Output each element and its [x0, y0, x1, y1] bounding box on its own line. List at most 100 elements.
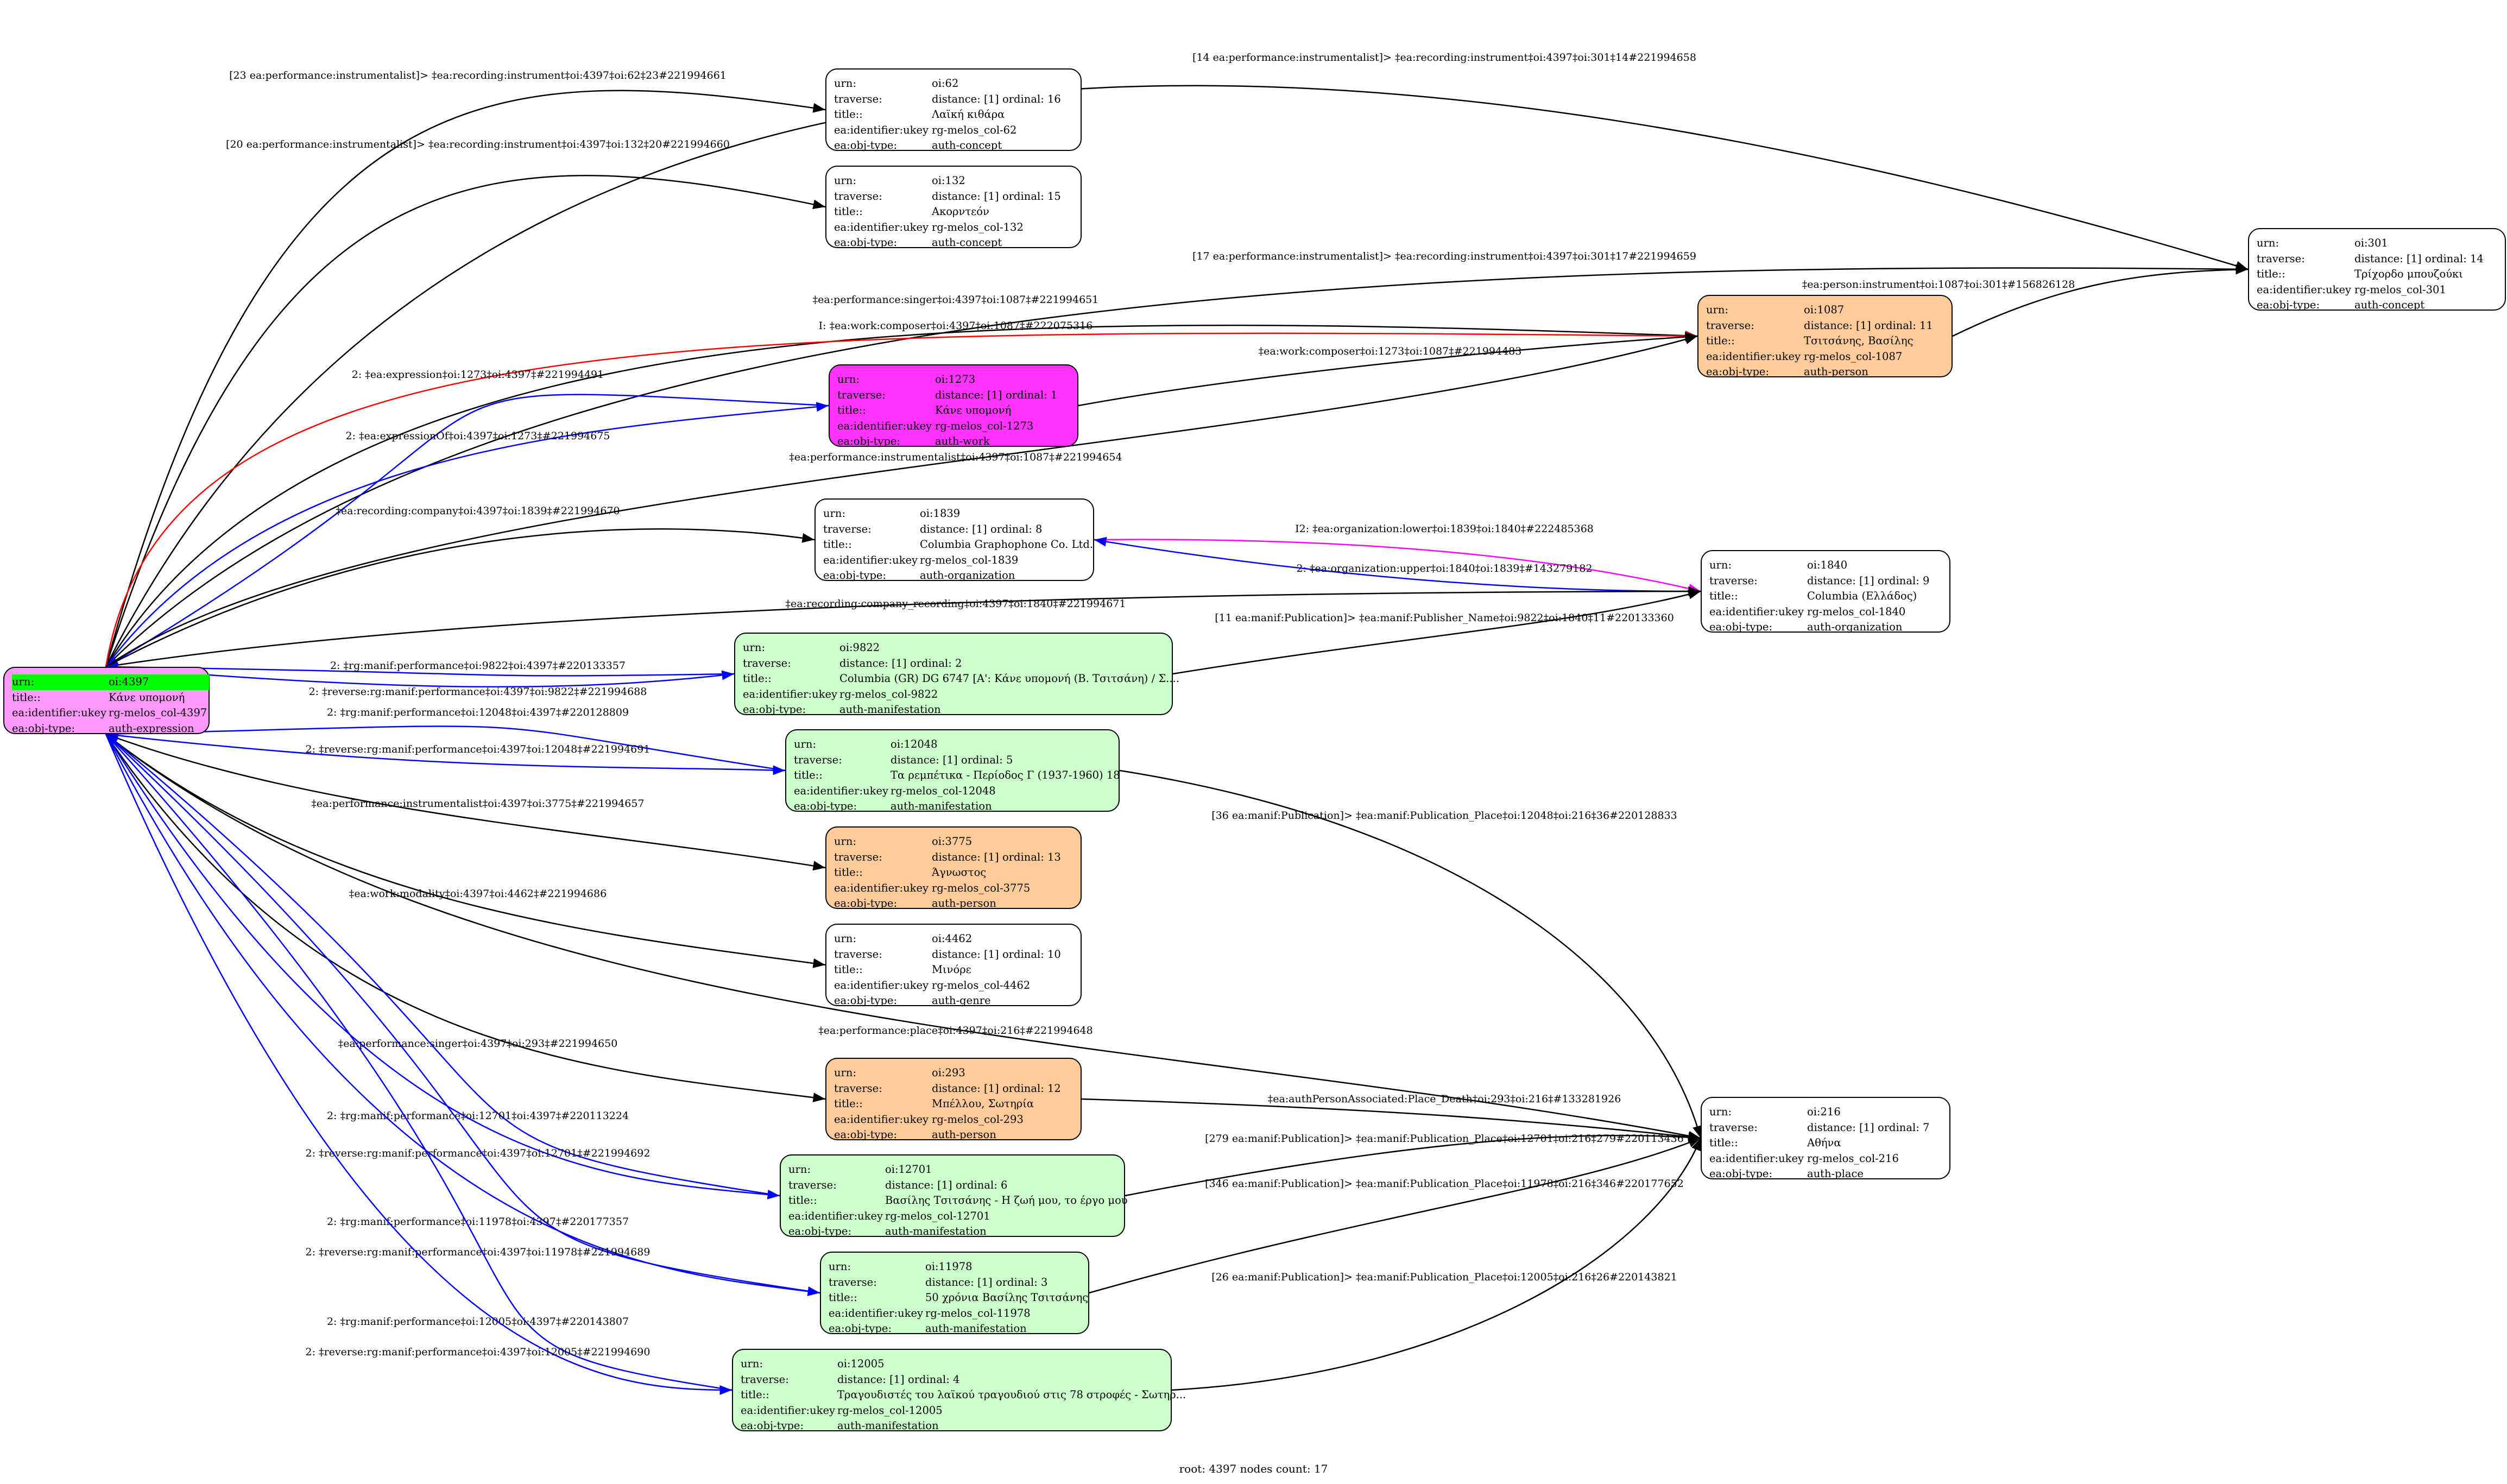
node-field-type: ea:obj-type:auth-organization [823, 568, 1095, 584]
field-label: ea:identifier:ukey [743, 687, 837, 700]
node-field-type: ea:obj-type:auth-organization [1709, 620, 1931, 635]
field-label: ea:identifier:ukey [12, 706, 106, 719]
traverse-value: distance: [1]ordinal: 9 [1807, 573, 1931, 589]
node-field-urn: urn:oi:216 [1709, 1104, 1931, 1120]
field-value: Άγνωστος [932, 866, 987, 879]
field-value: Τραγουδιστές του λαϊκού τραγουδιού στις … [837, 1388, 1186, 1401]
field-value: Μινόρε [932, 963, 971, 976]
edge-label: 2: ‡rg:manif:performance‡oi:9822‡oi:4397… [330, 660, 626, 672]
field-label: traverse: [837, 388, 886, 401]
edge-label: [26 ea:manif:Publication]> ‡ea:manif:Pub… [1211, 1271, 1677, 1283]
edge-label: 2: ‡rg:manif:performance‡oi:12701‡oi:439… [327, 1110, 629, 1122]
field-label: title:: [834, 866, 863, 879]
field-value: Βασίλης Τσιτσάνης - Η ζωή μου, το έργο μ… [885, 1194, 1128, 1207]
field-value: auth-manifestation [837, 1419, 939, 1432]
field-value: oi:216 [1807, 1106, 1841, 1118]
ordinal: ordinal: 4 [908, 1373, 960, 1386]
field-value: rg-melos_col-132 [932, 220, 1024, 233]
field-value: auth-concept [932, 139, 1002, 151]
field-label: urn: [823, 507, 846, 520]
field-value: oi:12005 [837, 1357, 885, 1370]
distance: distance: [1] [920, 522, 987, 535]
field-label: ea:identifier:ukey [1706, 350, 1801, 363]
distance: distance: [1] [885, 1178, 952, 1191]
field-label: ea:identifier:ukey [834, 220, 929, 233]
traverse-value: distance: [1]ordinal: 2 [839, 656, 1182, 672]
distance: distance: [1] [932, 948, 999, 961]
field-label: title:: [834, 108, 863, 121]
field-value: Κάνε υπομονή [935, 404, 1012, 416]
edge-label: ‡ea:performance:instrumentalist‡oi:4397‡… [789, 451, 1122, 463]
field-label: title:: [1709, 1136, 1738, 1149]
node-field-title: title::Μπέλλου, Σωτηρία [834, 1096, 1063, 1112]
field-value: oi:301 [2354, 237, 2388, 249]
field-label: traverse: [834, 1082, 882, 1095]
field-label: urn: [834, 932, 857, 945]
graph-edge [105, 733, 786, 775]
field-label: title:: [837, 404, 866, 416]
field-value: auth-person [932, 897, 996, 910]
field-label: ea:identifier:ukey [2257, 283, 2351, 296]
traverse-value: distance: [1]ordinal: 11 [1804, 318, 1935, 334]
field-value: oi:4397 [109, 674, 210, 690]
node-field-traverse: traverse:distance: [1]ordinal: 16 [834, 92, 1063, 108]
field-label: traverse: [834, 948, 882, 961]
field-label: ea:obj-type: [834, 897, 898, 910]
field-value: oi:4462 [932, 932, 973, 945]
field-label: urn: [741, 1357, 763, 1370]
distance: distance: [1] [925, 1275, 993, 1289]
graph-edge [105, 725, 786, 772]
ordinal: ordinal: 6 [956, 1178, 1008, 1191]
graph-edge [1078, 332, 1698, 407]
field-value: 50 χρόνια Βασίλης Τσιτσάνης [925, 1291, 1089, 1304]
graph-node[interactable]: urn: oi:4462 traverse: distance: [1]ordinal… [825, 924, 1082, 1007]
field-value: auth-organization [920, 569, 1015, 582]
traverse-value: distance: [1]ordinal: 10 [932, 947, 1063, 963]
edge-label: [23 ea:performance:instrumentalist]> ‡ea… [229, 70, 727, 81]
field-value: rg-melos_col-12005 [837, 1404, 943, 1417]
node-field-title: title::Λαϊκή κιθάρα [834, 107, 1063, 123]
field-value: auth-organization [1807, 621, 1903, 633]
field-label: title:: [794, 769, 823, 781]
field-label: ea:identifier:ukey [1709, 605, 1804, 618]
node-field-type: ea:obj-type:auth-expression [12, 721, 209, 737]
field-label: title:: [2257, 268, 2285, 280]
edge-label: ‡ea:work:modality‡oi:4397‡oi:4462‡#22199… [349, 888, 607, 900]
graph-edge [105, 334, 1698, 668]
node-field-title: title::Columbia (Ελλάδος) [1709, 589, 1931, 604]
edge-label: 2: ‡ea:organization:upper‡oi:1840‡oi:183… [1296, 563, 1592, 574]
node-field-type: ea:obj-type:auth-manifestation [829, 1321, 1090, 1337]
node-field-urn: urn:oi:4397 [12, 674, 210, 690]
field-label: traverse: [1709, 1121, 1758, 1134]
node-field-traverse: traverse:distance: [1]ordinal: 14 [2257, 251, 2486, 267]
traverse-value: distance: [1]ordinal: 3 [925, 1275, 1090, 1291]
distance: distance: [1] [839, 656, 907, 670]
edge-label: ‡ea:work:composer‡oi:1273‡oi:1087‡#22199… [1259, 345, 1522, 357]
field-value: oi:12701 [885, 1163, 932, 1176]
graph-edge [105, 331, 1698, 667]
ordinal: ordinal: 10 [1002, 948, 1061, 961]
graph-edge [105, 734, 826, 1103]
